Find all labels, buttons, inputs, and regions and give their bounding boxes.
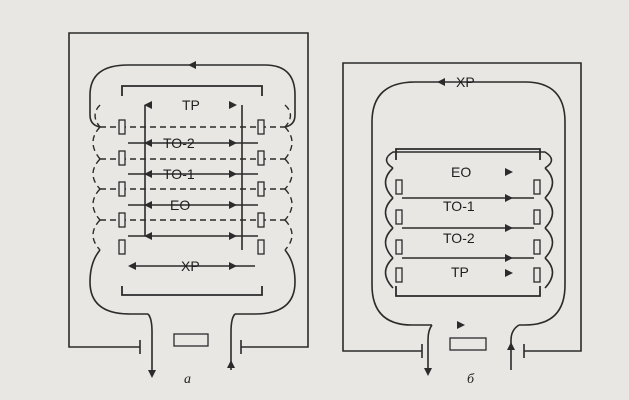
- diagram-b-label-eo: EO: [451, 164, 471, 180]
- diagram-a-entry-path: [230, 313, 236, 370]
- diagram-b: XP EO TO-1 TO-2 TP б: [342, 62, 582, 387]
- diagram-a-posts: [118, 119, 265, 255]
- diagram-b-caption: б: [467, 372, 475, 387]
- diagram-b-bottom-bracket: [395, 286, 541, 297]
- diagram-a-label-to1: TO-1: [163, 166, 195, 182]
- diagram-a-bottom-bracket: [121, 286, 263, 296]
- diagram-b-side-loops: [384, 151, 554, 289]
- diagram-a-outer-wall: [68, 32, 309, 348]
- diagram-a-caption: а: [184, 372, 191, 387]
- diagram-a-label-to2: TO-2: [163, 135, 195, 151]
- diagram-b-exit-path: [427, 324, 433, 370]
- diagram-a-top-loop: [89, 64, 296, 128]
- diagram-b-outer-wall: [342, 62, 582, 352]
- diagram-b-label-to1: TO-1: [443, 198, 475, 214]
- diagram-a-arrows: [128, 61, 237, 378]
- diagram-b-label-xp: XP: [456, 74, 475, 90]
- diagram-a-top-bracket: [121, 85, 263, 96]
- diagram-b-top-loop: [371, 81, 566, 326]
- diagram-a-bottom-loop: [89, 249, 296, 315]
- diagram-b-label-tp: TP: [451, 264, 469, 280]
- diagram-b-top-bracket: [395, 148, 541, 160]
- diagram-a: TP TO-2 TO-1 EO XP а: [68, 32, 309, 387]
- diagram-a-label-xp: XP: [181, 258, 200, 274]
- diagram-b-gate: [449, 337, 487, 351]
- diagram-b-posts: [395, 179, 541, 283]
- diagram-a-label-tp: TP: [182, 97, 200, 113]
- diagram-a-dashed-loops: [92, 104, 293, 251]
- diagram-b-label-to2: TO-2: [443, 230, 475, 246]
- diagram-a-exit-path: [147, 313, 153, 370]
- diagram-b-arrows: [424, 78, 515, 376]
- diagram-b-entry-path: [510, 324, 520, 370]
- diagram-a-label-eo: EO: [170, 197, 190, 213]
- diagram-a-gate: [173, 333, 209, 347]
